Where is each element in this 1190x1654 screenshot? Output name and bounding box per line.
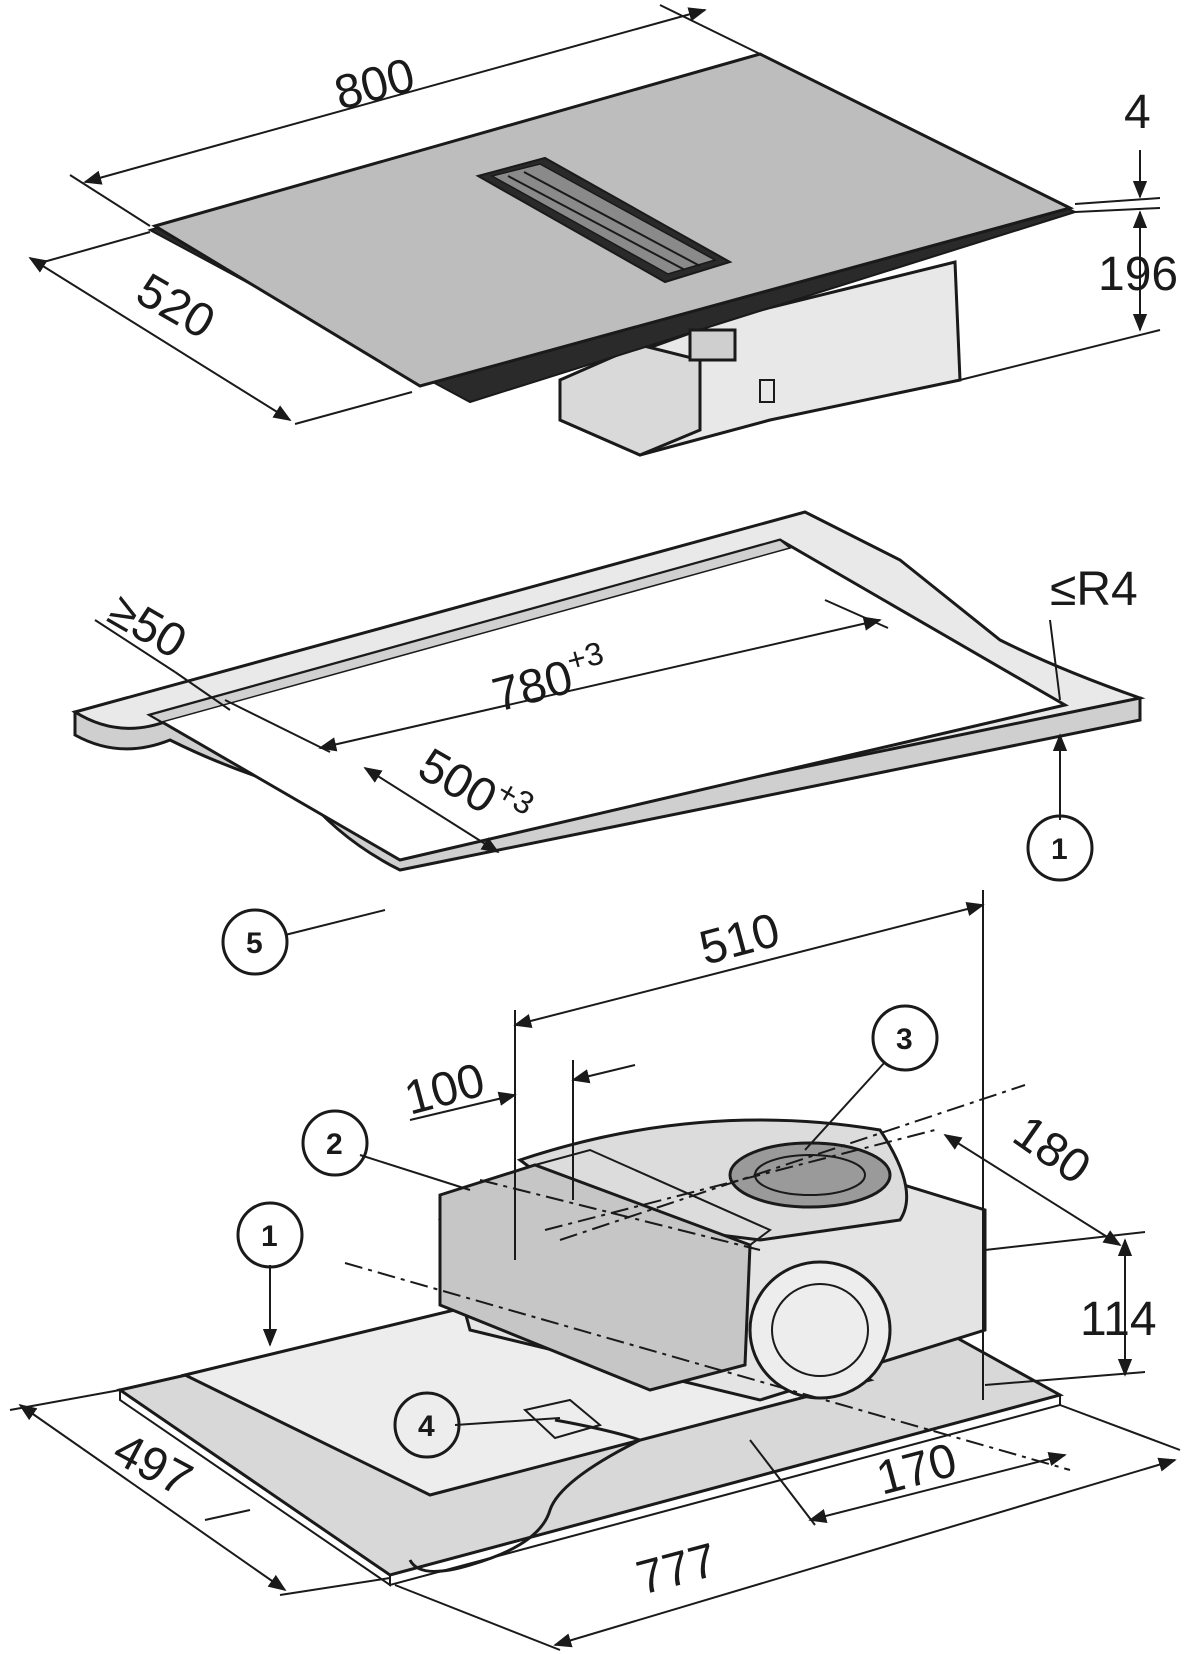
- dim-800-label: 800: [329, 49, 420, 121]
- cooktop-illustration: 800 520 4 196: [28, 4, 1178, 457]
- air-duct-top: [531, 1148, 772, 1247]
- connector-detail-2: [759, 379, 775, 403]
- callout-3: 3: [804, 1004, 939, 1151]
- callout-3-label: 3: [896, 1023, 913, 1056]
- callout-5: 5: [221, 908, 386, 976]
- dim-510-label: 510: [694, 904, 785, 976]
- callout-1-lower-label: 1: [261, 1220, 278, 1253]
- fan-top-outlet: [728, 1141, 892, 1209]
- dim-100-label: 100: [399, 1054, 490, 1126]
- underside-illustration: 510 100 180 114 170: [9, 890, 1181, 1651]
- dim-520-label: 520: [128, 264, 224, 350]
- callout-4-label: 4: [418, 1410, 435, 1443]
- callout-1-upper: 1: [1026, 733, 1094, 882]
- dim-4-label: 4: [1124, 86, 1151, 139]
- callout-2-label: 2: [326, 1128, 343, 1161]
- callout-2: 2: [301, 1109, 471, 1191]
- worktop-cutout-illustration: ≥50 ≤R4 780+3 500+3 1 5: [71, 510, 1146, 976]
- dim-196-label: 196: [1098, 248, 1178, 301]
- dim-radius: ≤R4: [1049, 563, 1138, 701]
- connector-plate: [522, 1398, 603, 1440]
- dim-170-label: 170: [871, 1434, 962, 1506]
- callout-4: 4: [393, 1391, 561, 1459]
- dim-4: 4: [1074, 86, 1161, 213]
- dim-min-50-label: ≥50: [100, 584, 196, 670]
- cable: [408, 1418, 644, 1573]
- callout-1-lower: 1: [236, 1201, 304, 1347]
- connector-detail: [688, 328, 737, 362]
- dim-196: 196: [959, 210, 1178, 381]
- dim-777-label: 777: [631, 1534, 722, 1606]
- dim-radius-label: ≤R4: [1050, 563, 1138, 616]
- dim-114-label: 114: [1080, 1293, 1157, 1346]
- callout-5-label: 5: [246, 927, 263, 960]
- callout-1-upper-label: 1: [1051, 833, 1068, 866]
- dim-114: 114: [984, 1231, 1157, 1386]
